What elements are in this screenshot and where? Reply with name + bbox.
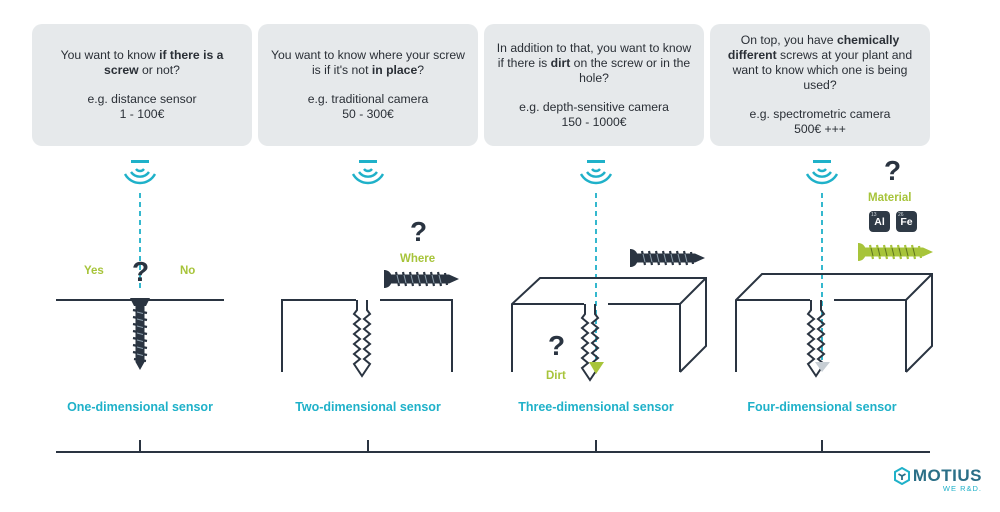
screw-hole: [353, 299, 371, 377]
card-example: e.g. distance sensor: [87, 92, 197, 106]
sensor-label-3d: Three-dimensional sensor: [518, 400, 674, 414]
sensor-label-1d: One-dimensional sensor: [67, 400, 213, 414]
card-example: e.g. traditional camera: [307, 92, 429, 106]
screw-icon: [628, 247, 707, 269]
scene-two-dimensional: [281, 268, 461, 377]
dirt-mark: [589, 362, 604, 374]
card-question: In addition to that, you want to know if…: [496, 40, 692, 85]
material-label: Material: [868, 192, 912, 204]
card-example: e.g. spectrometric camera: [749, 107, 891, 121]
card-price: 150 - 1000€: [561, 114, 627, 129]
question-mark-icon: ?: [548, 330, 566, 361]
question-card-2: You want to know where your screw is if …: [258, 24, 478, 146]
signal-icon: [123, 158, 157, 185]
question-card-1: You want to know if there is a screw or …: [32, 24, 252, 146]
motius-logo: MOTIUS WE R&D.: [893, 466, 982, 493]
sensor-label-2d: Two-dimensional sensor: [295, 400, 441, 414]
scene-four-dimensional: [735, 243, 933, 377]
question-card-4: On top, you have chemically different sc…: [710, 24, 930, 146]
card-price: 1 - 100€: [119, 107, 165, 121]
brand-name: MOTIUS: [912, 466, 982, 485]
brand-tagline: WE R&D.: [942, 484, 982, 493]
yes-label: Yes: [84, 265, 104, 277]
signal-icon: [351, 158, 385, 185]
question-mark-icon: ?: [132, 256, 150, 287]
card-question: On top, you have chemically different sc…: [727, 33, 913, 92]
scene-one-dimensional: [56, 296, 224, 372]
sensor-label-4d: Four-dimensional sensor: [747, 400, 897, 414]
screw-tip: [815, 362, 830, 372]
card-price: 50 - 300€: [342, 107, 394, 121]
screw-icon: [382, 268, 461, 290]
material-screw-icon: [858, 243, 933, 261]
dirt-label: Dirt: [546, 370, 566, 382]
where-label: Where: [400, 253, 436, 265]
motius-logo-icon: [893, 466, 910, 486]
signal-icon: [805, 158, 839, 185]
card-price: 500€ +++: [794, 122, 846, 136]
question-card-3: In addition to that, you want to know if…: [484, 24, 704, 146]
scene-three-dimensional: [511, 247, 707, 381]
screw-icon: [128, 296, 152, 372]
question-mark-icon: ?: [410, 216, 428, 247]
question-mark-icon: ?: [884, 155, 902, 186]
card-question: You want to know if there is a screw or …: [60, 48, 224, 77]
no-label: No: [180, 265, 196, 277]
signal-icon: [579, 158, 613, 185]
card-question: You want to know where your screw is if …: [271, 48, 465, 77]
card-example: e.g. depth-sensitive camera: [519, 99, 669, 114]
